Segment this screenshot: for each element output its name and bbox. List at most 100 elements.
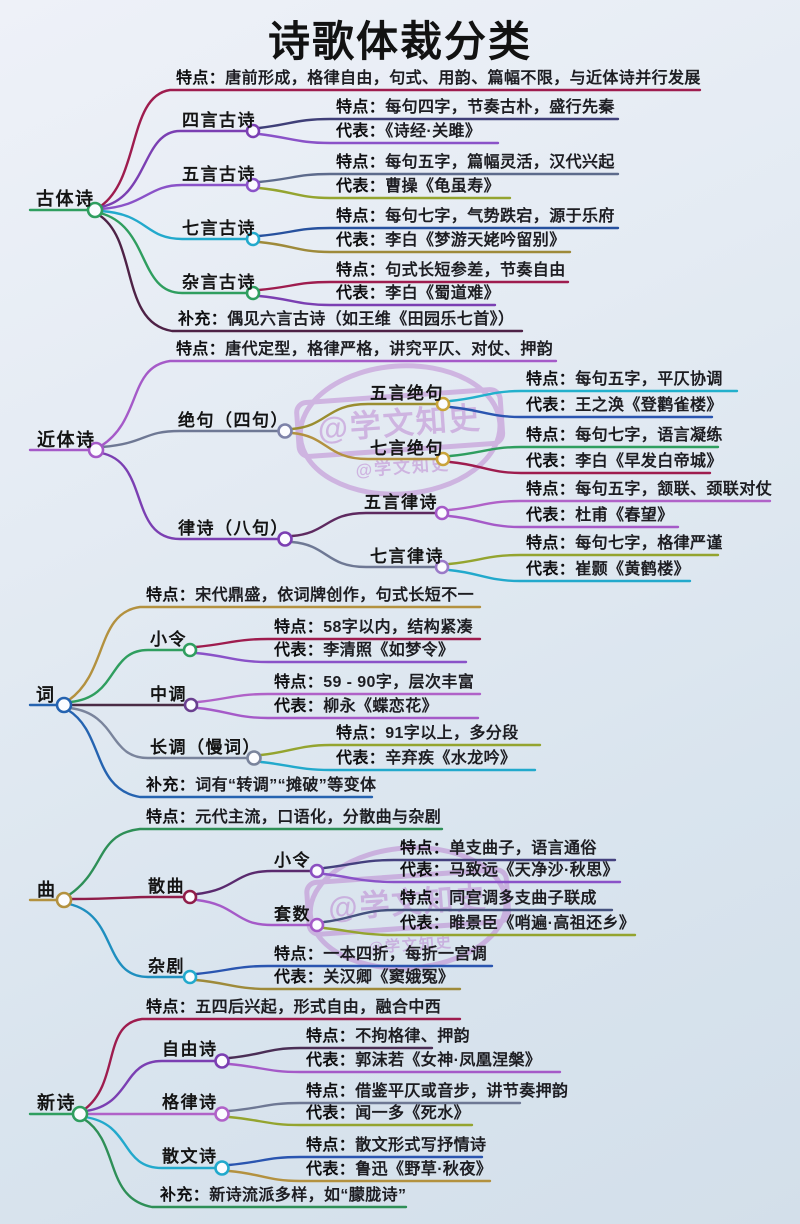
feature-row: 特点：59 - 90字，层次丰富 (274, 674, 475, 691)
root-label-gutishi: 古体诗 (36, 189, 95, 209)
child-label: 绝句（四句） (178, 411, 289, 430)
child-label: 散文诗 (162, 1147, 218, 1166)
node-circle (245, 123, 261, 139)
feature-row: 特点：元代主流，口语化，分散曲与杂剧 (146, 809, 442, 826)
branch-lines-gutishi (28, 88, 702, 333)
branch-lines-ci (28, 605, 542, 799)
node-circle (182, 889, 198, 905)
child-label: 四言古诗 (182, 111, 256, 130)
extra-row: 补充：偶见六言古诗（如王维《田园乐七首》） (178, 311, 515, 328)
node-circle (71, 1105, 89, 1123)
child-label: 杂剧 (148, 957, 185, 976)
feature-row: 特点：同宫调多支曲子联成 (400, 890, 597, 907)
root-label-ci: 词 (36, 685, 56, 705)
branch-lines-jintishi (28, 359, 772, 583)
branch-lines-qu (28, 827, 637, 991)
feature-row: 特点：一本四折，每折一宫调 (274, 946, 488, 963)
node-circle (435, 396, 451, 412)
child-label: 七言绝句 (370, 439, 444, 458)
child-label: 五言绝句 (370, 384, 444, 403)
rep-row: 代表：李清照《如梦令》 (274, 642, 455, 659)
node-circle (182, 969, 198, 985)
watermark-text-small: @学文知史 (368, 933, 454, 957)
node-circle (309, 863, 325, 879)
rep-row: 代表：李白《蜀道难》 (336, 285, 501, 302)
feature-row: 特点：每句五字，篇幅灵活，汉代兴起 (336, 154, 615, 171)
child-label: 散曲 (148, 877, 185, 896)
node-circle (55, 891, 73, 909)
child-label: 杂言古诗 (182, 273, 256, 292)
node-circle (245, 285, 261, 301)
node-circle (214, 1106, 230, 1122)
root-label-qu: 曲 (37, 880, 57, 900)
page-title: 诗歌体裁分类 (267, 18, 532, 65)
node-circle (309, 917, 325, 933)
child-label: 小令 (274, 851, 311, 870)
feature-row: 特点：每句七字，语言凝练 (526, 427, 723, 444)
feature-row: 特点：唐代定型，格律严格，讲究平仄、对仗、押韵 (176, 341, 554, 358)
rep-row: 代表：柳永《蝶恋花》 (274, 698, 439, 715)
child-label: 中调 (150, 685, 187, 704)
feature-row: 特点：每句五字，平仄协调 (526, 371, 723, 388)
feature-row: 特点：每句五字，颔联、颈联对仗 (526, 481, 773, 498)
rep-row: 代表：李白《早发白帝城》 (526, 453, 723, 470)
child-label: 长调（慢词） (150, 738, 261, 757)
rep-row: 代表：睢景臣《哨遍·高祖还乡》 (400, 915, 636, 932)
node-circle (245, 177, 261, 193)
node-circle (245, 231, 261, 247)
branch-lines-xinshi (28, 1017, 562, 1209)
child-label: 七言古诗 (182, 219, 256, 238)
rep-row: 代表：曹操《龟虽寿》 (336, 178, 501, 195)
rep-row: 代表：闻一多《死水》 (306, 1105, 471, 1122)
node-circle (434, 505, 450, 521)
feature-row: 特点：不拘格律、押韵 (306, 1028, 471, 1045)
feature-row: 特点：58字以内，结构紧凑 (274, 619, 474, 636)
feature-row: 特点：宋代鼎盛，依词牌创作，句式长短不一 (146, 587, 475, 604)
rep-row: 代表：关汉卿《窦娥冤》 (274, 969, 455, 986)
extra-row: 补充：词有“转调”“摊破”等变体 (146, 777, 377, 794)
rep-row: 代表：鲁迅《野草·秋夜》 (306, 1161, 493, 1178)
node-circle (55, 696, 73, 714)
node-circle (214, 1160, 230, 1176)
feature-row: 特点：五四后兴起，形式自由，融合中西 (146, 999, 442, 1016)
node-circle (183, 697, 199, 713)
feature-row: 特点：91字以上，多分段 (336, 725, 519, 742)
rep-row: 代表：郭沫若《女神·凤凰涅槃》 (306, 1052, 542, 1069)
child-label: 七言律诗 (370, 547, 444, 566)
child-label: 自由诗 (162, 1040, 218, 1059)
feature-row: 特点：每句七字，格律严谨 (526, 535, 723, 552)
node-circle (277, 531, 293, 547)
node-circle (434, 559, 450, 575)
node-circle (214, 1053, 230, 1069)
watermark-stamp-1: @学文知史 @学文知史 (294, 363, 506, 497)
feature-row: 特点：句式长短参差，节奏自由 (336, 262, 566, 279)
node-circle (277, 423, 293, 439)
rep-row: 代表：李白《梦游天姥吟留别》 (336, 232, 566, 249)
node-circle (182, 642, 198, 658)
feature-row: 特点：散文形式写抒情诗 (306, 1137, 487, 1154)
watermark-stamp-2: @学文知史 @学文知史 (304, 845, 512, 971)
rep-row: 代表：崔颢《黄鹤楼》 (526, 561, 691, 578)
child-label: 套数 (274, 905, 311, 924)
feature-row: 特点：唐前形成，格律自由，句式、用韵、篇幅不限，与近体诗并行发展 (176, 70, 701, 87)
feature-row: 特点：借鉴平仄或音步，讲节奏押韵 (306, 1083, 569, 1100)
node-circle (87, 441, 105, 459)
rep-row: 代表：杜甫《春望》 (526, 507, 674, 524)
extra-row: 补充：新诗流派多样，如“朦胧诗” (160, 1187, 407, 1204)
rep-row: 代表：王之涣《登鹳雀楼》 (526, 397, 723, 414)
child-label: 小令 (150, 630, 187, 649)
rep-row: 代表：辛弃疾《水龙吟》 (336, 750, 517, 767)
feature-row: 特点：每句七字，气势跌宕，源于乐府 (336, 208, 615, 225)
child-label: 格律诗 (162, 1093, 218, 1112)
root-label-xinshi: 新诗 (37, 1093, 76, 1113)
child-label: 律诗（八句） (178, 519, 289, 538)
node-circle (86, 201, 104, 219)
node-circles (55, 123, 451, 1176)
feature-row: 特点：每句四字，节奏古朴，盛行先秦 (336, 99, 615, 116)
child-label: 五言古诗 (182, 165, 256, 184)
node-circle (435, 451, 451, 467)
rep-row: 代表：《诗经·关雎》 (336, 123, 482, 140)
child-label: 五言律诗 (364, 493, 438, 512)
